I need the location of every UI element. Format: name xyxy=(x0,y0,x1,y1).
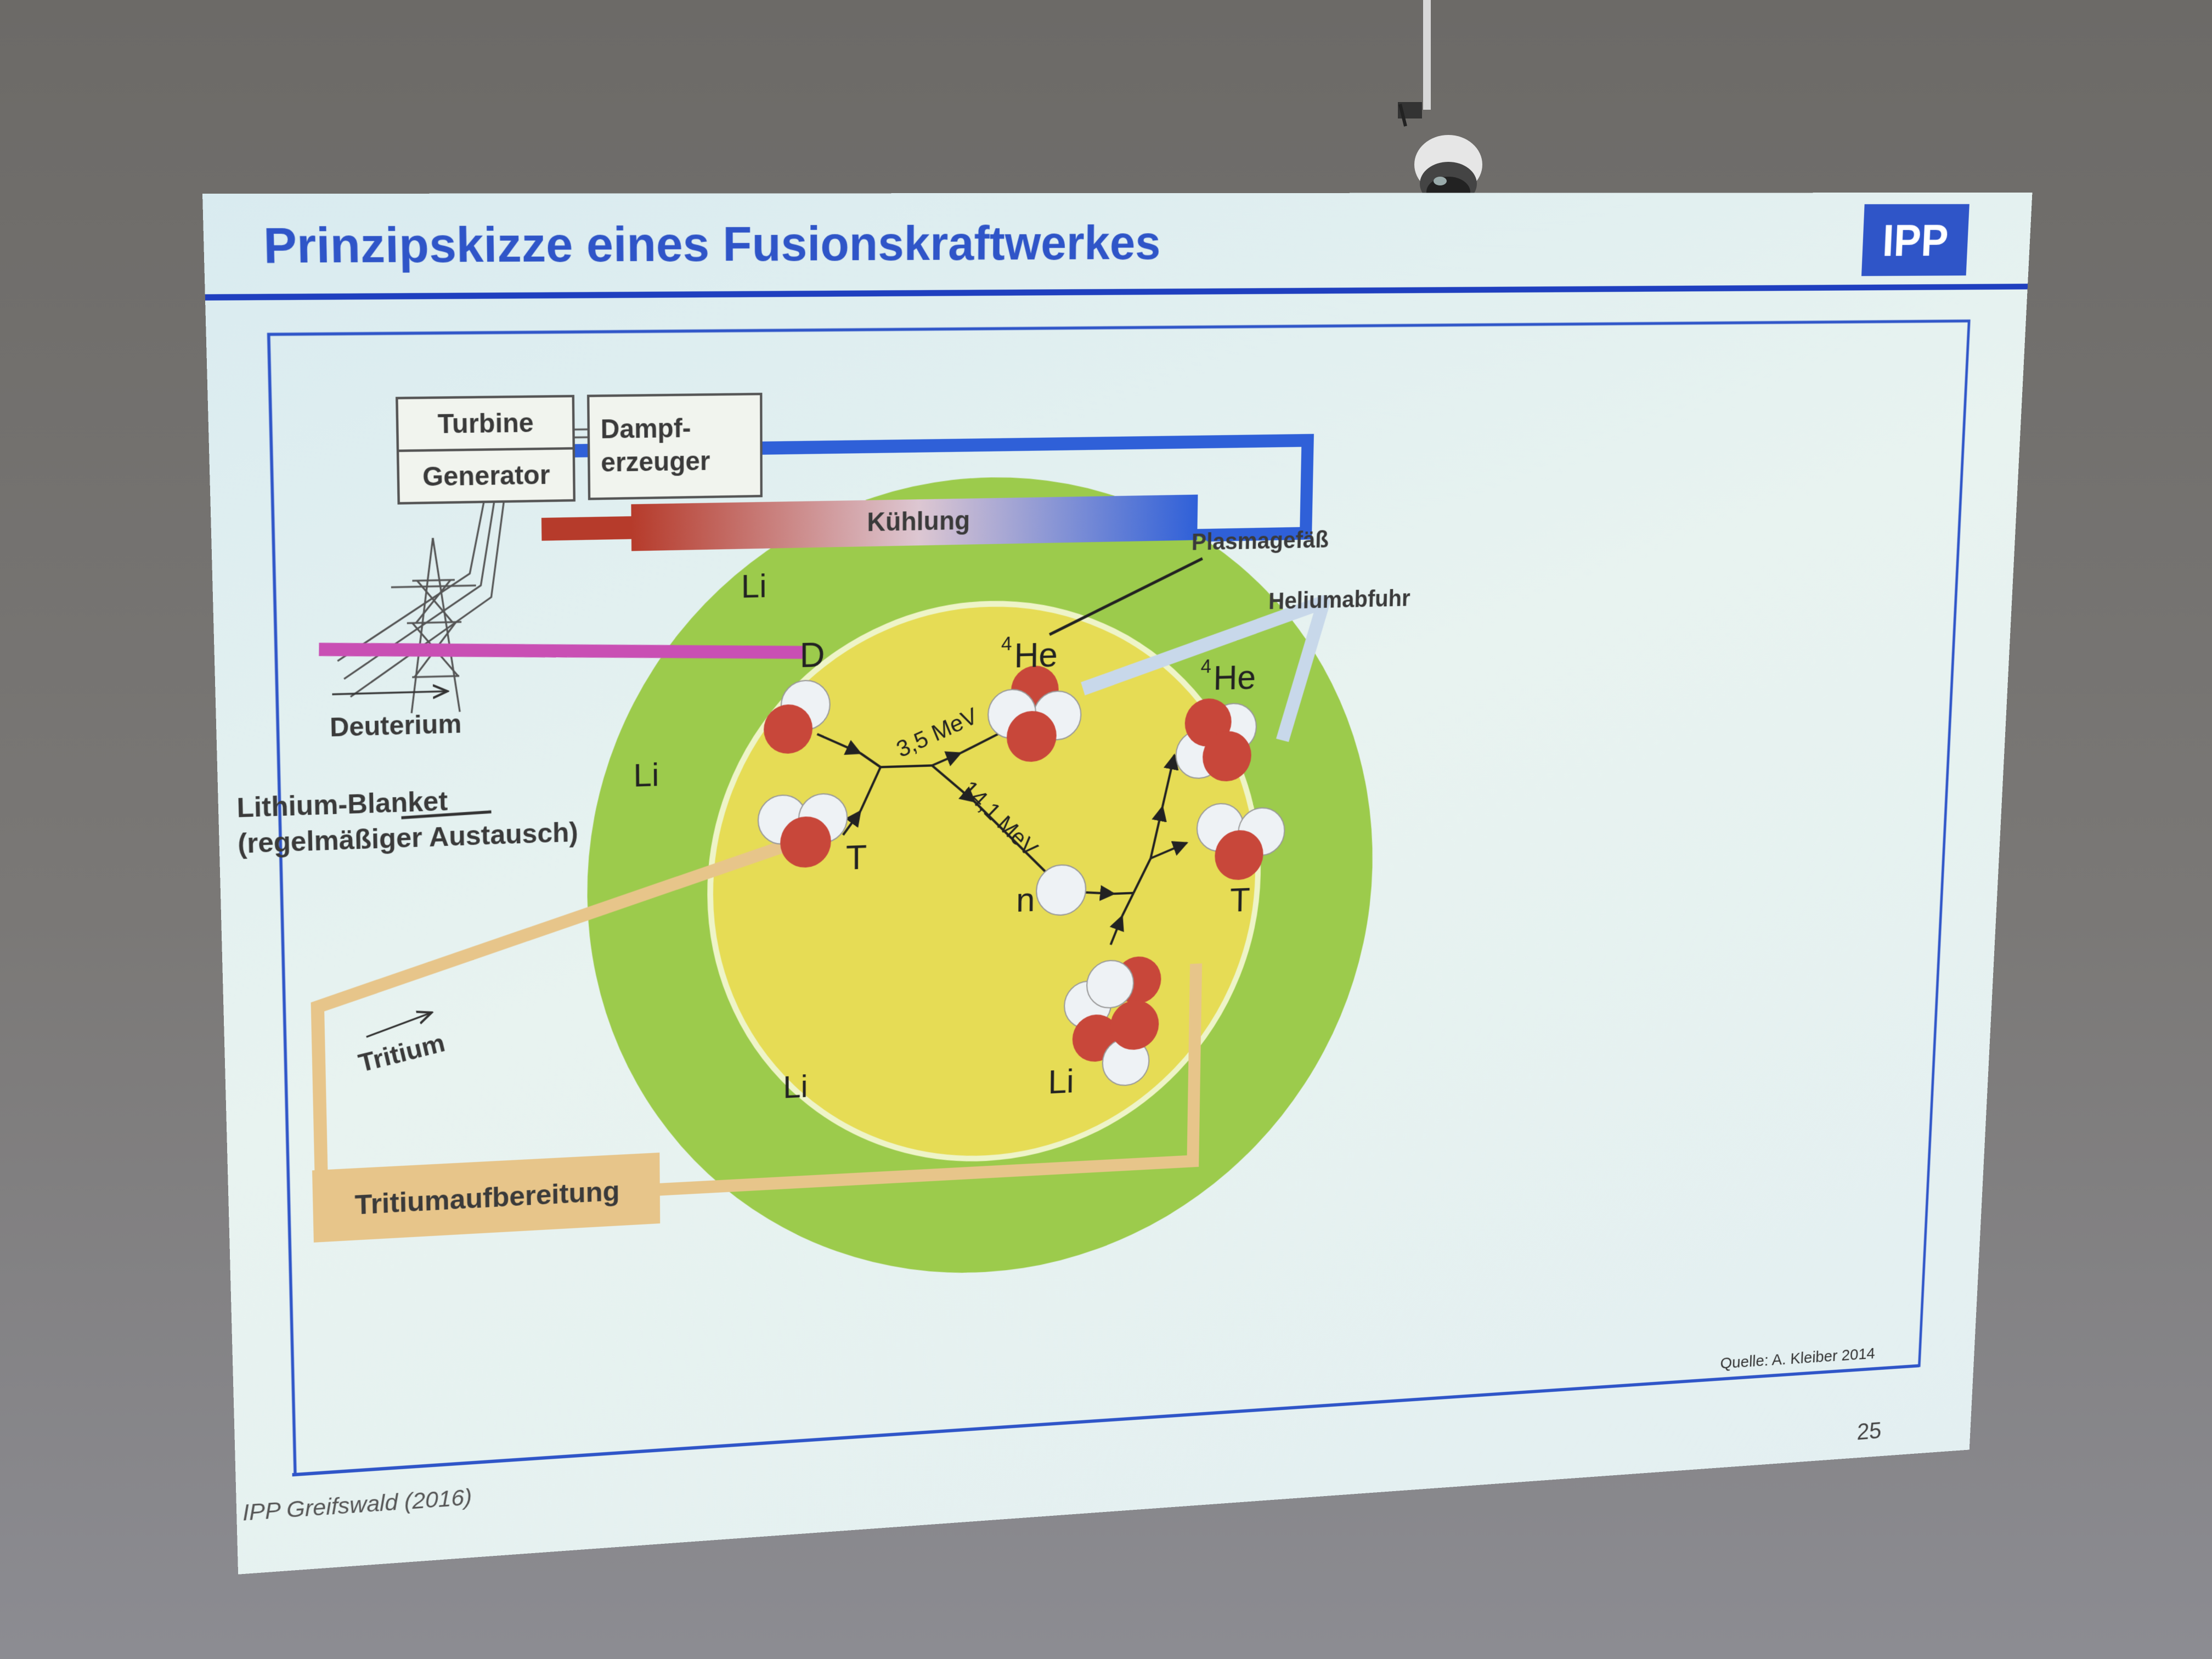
lithium-nucleus-symbol: Li xyxy=(1048,1062,1074,1101)
tritium-processing-box: Tritiumaufbereitung xyxy=(312,1152,661,1243)
blanket-label: Lithium-Blanket (regelmäßiger Austausch) xyxy=(236,786,579,859)
blanket-label-1: Lithium-Blanket xyxy=(236,786,448,823)
blanket-label-2: (regelmäßiger Austausch) xyxy=(238,817,579,859)
turbine-generator-block: Turbine Generator xyxy=(397,396,589,504)
generator-label: Generator xyxy=(422,460,550,492)
plasma-vessel xyxy=(709,597,1263,1172)
cooling-bar: Kühlung xyxy=(541,494,1198,551)
svg-text:He: He xyxy=(1014,635,1058,675)
helium-symbol-outer: 4 He xyxy=(1200,655,1256,697)
deuterium-label: Deuterium xyxy=(330,709,462,742)
steam-generator-label-2: erzeuger xyxy=(601,446,710,477)
deuterium-feed: Deuterium xyxy=(319,637,803,742)
li-label-left: Li xyxy=(633,756,659,794)
footer-left-text: IPP Greifswald (2016) xyxy=(242,1485,472,1526)
helium-exhaust-label: Heliumabfuhr xyxy=(1268,585,1410,614)
li-label-top: Li xyxy=(741,567,767,605)
tritium-symbol: T xyxy=(846,838,867,877)
presentation-slide: Prinzipskizze eines Fusionskraftwerkes I… xyxy=(202,193,2032,1575)
deuterium-symbol: D xyxy=(800,635,825,675)
li-label-bottom: Li xyxy=(783,1068,808,1105)
footer-rule xyxy=(292,1365,1920,1475)
turbine-label: Turbine xyxy=(437,408,534,439)
steam-generator-box: Dampf- erzeuger xyxy=(588,394,761,499)
vessel-label-group: Plasmagefäß xyxy=(1049,527,1329,635)
helium-symbol-inner: 4 He xyxy=(1001,633,1058,675)
steam-generator-label-1: Dampf- xyxy=(600,413,691,444)
slide-page-number: 25 xyxy=(1857,1418,1882,1444)
bred-tritium-symbol: T xyxy=(1229,881,1250,919)
svg-text:IPP: IPP xyxy=(1881,216,1949,266)
source-credit: Quelle: A. Kleiber 2014 xyxy=(1720,1345,1876,1373)
svg-text:4: 4 xyxy=(1200,655,1211,677)
power-pylon xyxy=(334,501,506,715)
title-underline xyxy=(205,286,2028,297)
neutron-symbol: n xyxy=(1016,880,1035,919)
svg-text:He: He xyxy=(1213,658,1256,697)
cooling-label: Kühlung xyxy=(867,506,970,537)
helium-exhaust: Heliumabfuhr xyxy=(1082,585,1410,747)
slide-title: Prinzipskizze eines Fusionskraftwerkes xyxy=(263,216,1161,273)
svg-text:4: 4 xyxy=(1001,633,1012,655)
vessel-label: Plasmagefäß xyxy=(1192,527,1329,555)
ipp-logo: IPP xyxy=(1861,204,1970,276)
